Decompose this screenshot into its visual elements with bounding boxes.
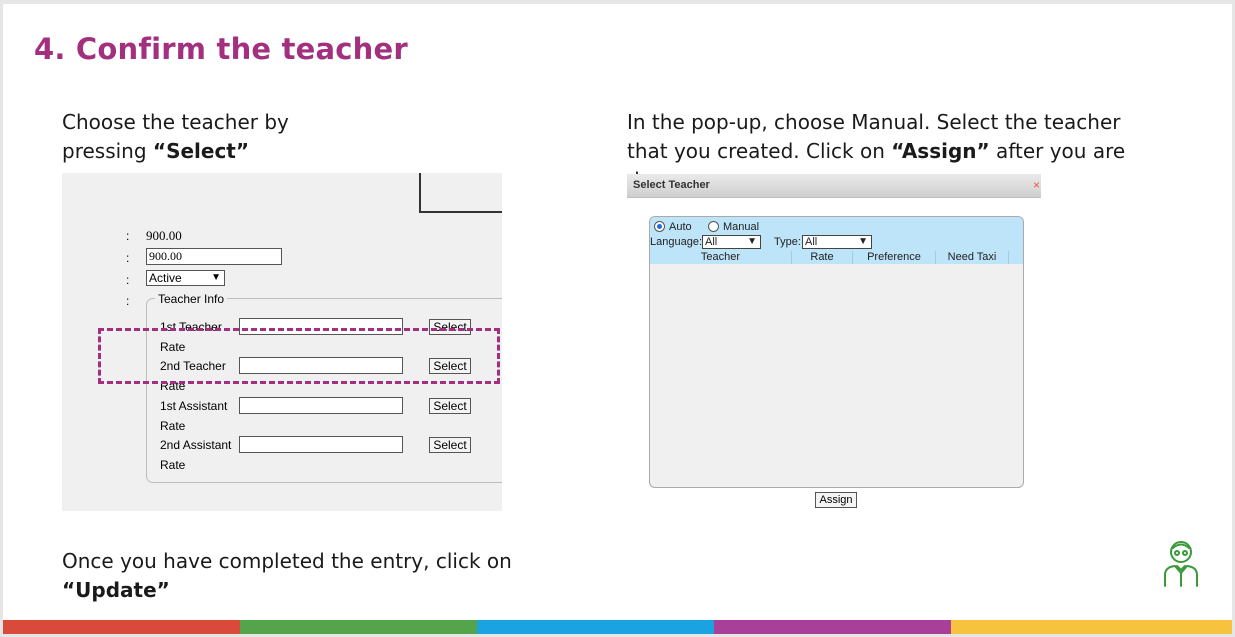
assign-button[interactable]: Assign: [815, 492, 857, 508]
slide: 4. Confirm the teacher Choose the teache…: [3, 4, 1232, 634]
column-header-rate[interactable]: Rate: [792, 251, 853, 264]
status-select-value: Active: [149, 271, 182, 285]
rate-label: Rate: [160, 419, 186, 433]
status-select[interactable]: Active ▼: [146, 270, 225, 286]
instruction-line: “Update”: [62, 576, 512, 605]
footer-bar-blue: [477, 620, 714, 634]
second-assistant-select-button[interactable]: Select: [429, 437, 471, 453]
footer-bar-red: [3, 620, 240, 634]
window-corner: [419, 173, 502, 213]
language-select-value: All: [705, 236, 718, 248]
popup-title: Select Teacher: [633, 179, 710, 191]
column-header-preference[interactable]: Preference: [853, 251, 936, 264]
instruction-line: that you created. Click on “Assign” afte…: [627, 137, 1125, 166]
manual-radio[interactable]: [708, 221, 719, 232]
chevron-down-icon: ▼: [747, 236, 757, 247]
close-icon[interactable]: ×: [1032, 178, 1040, 192]
first-assistant-label: 1st Assistant: [160, 399, 228, 413]
first-assistant-input[interactable]: [239, 397, 403, 414]
colon: :: [126, 251, 130, 265]
language-select[interactable]: All ▼: [702, 235, 761, 249]
amount-value: 900.00: [146, 228, 182, 243]
page-title: 4. Confirm the teacher: [34, 32, 408, 66]
teacher-info-legend: Teacher Info: [155, 292, 228, 306]
type-select-value: All: [805, 236, 818, 248]
colon: :: [126, 273, 130, 287]
auto-radio[interactable]: [654, 221, 665, 232]
teacher-mascot-icon: [1164, 541, 1198, 587]
instruction-text: after you are: [989, 139, 1126, 163]
form-screenshot: : : : : 900.00 900.00 Active ▼ Teacher I…: [62, 173, 502, 511]
highlight-box: [98, 328, 500, 384]
first-assistant-select-button[interactable]: Select: [429, 398, 471, 414]
second-teacher-label: 2nd Teacher: [160, 359, 226, 373]
type-select[interactable]: All ▼: [802, 235, 872, 249]
popup-body: Auto Manual Language: All ▼ Type: All ▼ …: [649, 216, 1024, 488]
footer-bar-yellow: [951, 620, 1232, 634]
instruction-line: pressing “Select”: [62, 137, 289, 166]
auto-radio-label: Auto: [669, 221, 692, 233]
type-label: Type:: [774, 236, 801, 248]
column-header-teacher[interactable]: Teacher: [650, 251, 792, 264]
chevron-down-icon: ▼: [858, 236, 868, 247]
footer-bar-purple: [714, 620, 951, 634]
left-instruction: Choose the teacher by pressing “Select”: [62, 108, 289, 166]
instruction-line: Once you have completed the entry, click…: [62, 549, 512, 573]
manual-radio-label: Manual: [723, 221, 760, 233]
instruction-bold: “Select”: [152, 139, 250, 163]
rate-label: Rate: [160, 340, 186, 354]
colon: :: [126, 294, 130, 308]
amount-input[interactable]: 900.00: [146, 248, 282, 265]
instruction-line: In the pop-up, choose Manual. Select the…: [627, 110, 1121, 134]
popup-filter-bar: Auto Manual Language: All ▼ Type: All ▼ …: [650, 217, 1023, 264]
bottom-instruction: Once you have completed the entry, click…: [62, 547, 512, 605]
instruction-text: that you created. Click on: [627, 139, 892, 163]
instruction-line: Choose the teacher by: [62, 110, 289, 134]
second-teacher-input[interactable]: [239, 357, 403, 374]
second-teacher-select-button[interactable]: Select: [429, 358, 471, 374]
instruction-text: pressing: [62, 139, 153, 163]
popup-titlebar: Select Teacher ×: [627, 174, 1041, 198]
language-label: Language:: [650, 236, 702, 248]
rate-label: Rate: [160, 458, 186, 472]
teacher-info-fieldset: [146, 298, 502, 483]
column-header-need-taxi[interactable]: Need Taxi: [936, 251, 1009, 264]
chevron-down-icon: ▼: [211, 272, 221, 283]
footer-bar-green: [240, 620, 477, 634]
instruction-bold: “Update”: [62, 578, 170, 602]
instruction-bold: “Assign”: [891, 139, 990, 163]
second-assistant-input[interactable]: [239, 436, 403, 453]
colon: :: [126, 229, 130, 243]
second-assistant-label: 2nd Assistant: [160, 438, 232, 452]
